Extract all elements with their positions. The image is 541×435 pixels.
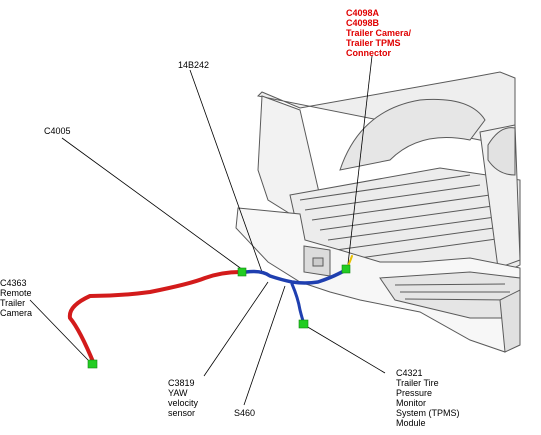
label-c4098: C4098A C4098B Trailer Camera/ Trailer TP…	[346, 8, 412, 58]
harness-blue-segment	[244, 268, 348, 285]
label-c4363: C4363 Remote Trailer Camera	[0, 278, 33, 318]
harness-blue-branch	[290, 282, 306, 326]
connector-icon	[87, 359, 98, 369]
label-14b242: 14B242	[178, 60, 210, 70]
leader-lines	[29, 55, 386, 406]
connector-icon	[341, 264, 351, 274]
harness-red-segment	[67, 270, 242, 366]
connector-icon	[298, 319, 309, 329]
connector-icon	[237, 267, 247, 277]
connectors	[87, 264, 351, 369]
label-c4005: C4005	[44, 126, 71, 136]
label-c4321: C4321 Trailer Tire Pressure Monitor Syst…	[396, 368, 460, 428]
truck-bed-illustration	[235, 71, 521, 353]
label-c3819: C3819 YAW velocity sensor	[168, 378, 199, 418]
label-s460: S460	[234, 408, 256, 418]
